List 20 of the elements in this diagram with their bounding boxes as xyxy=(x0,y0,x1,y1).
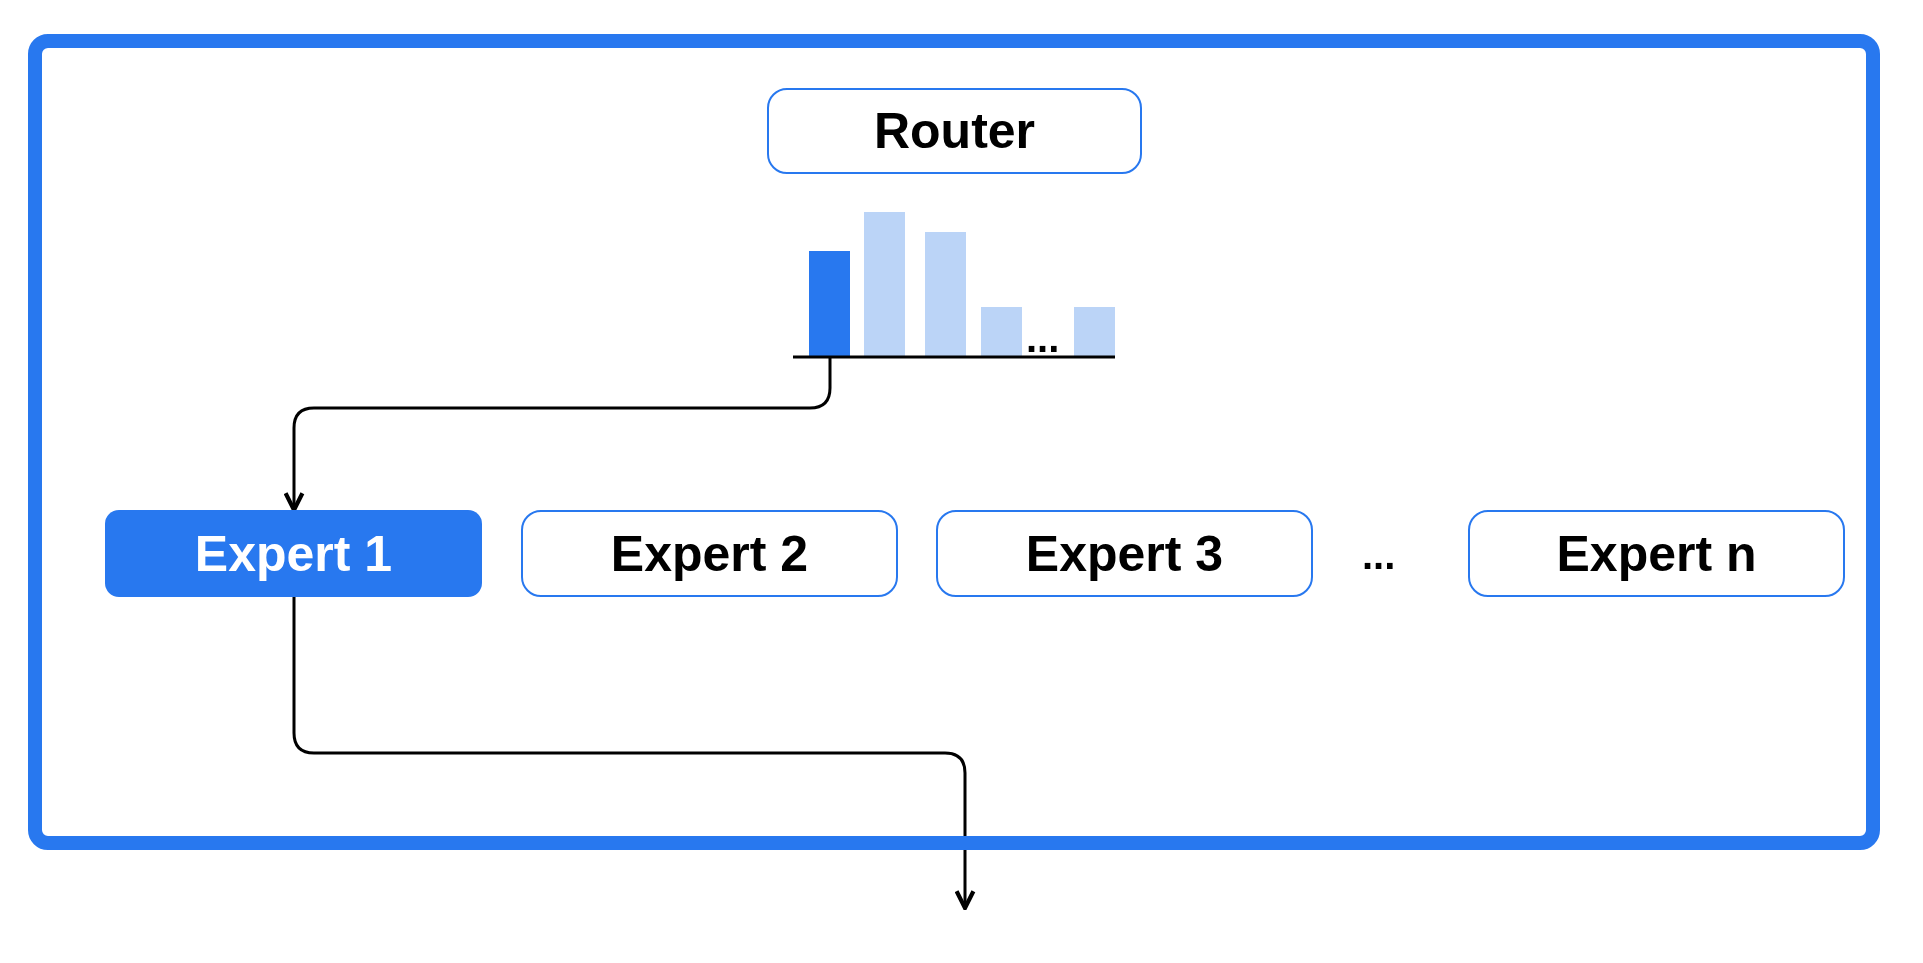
ellipsis-label: ... xyxy=(1362,535,1396,575)
node-label: Expert 2 xyxy=(610,528,809,579)
bar xyxy=(864,212,905,357)
process-box xyxy=(1468,510,1845,597)
node-label: Expert n xyxy=(1556,528,1757,579)
process-box xyxy=(936,510,1313,597)
frame-box xyxy=(28,34,1880,850)
process-box xyxy=(521,510,898,597)
bar xyxy=(925,232,966,357)
bar xyxy=(809,251,850,357)
node-label: Expert 3 xyxy=(1025,528,1224,579)
process-box xyxy=(767,88,1142,174)
highlighted-box xyxy=(105,510,482,597)
bar xyxy=(981,307,1022,357)
node-label: Router xyxy=(873,106,1036,156)
ellipsis-label: ... xyxy=(1026,318,1060,358)
arrow xyxy=(283,357,832,513)
bar xyxy=(1074,307,1115,357)
arrow xyxy=(292,597,976,911)
node-label: Expert 1 xyxy=(194,528,393,579)
